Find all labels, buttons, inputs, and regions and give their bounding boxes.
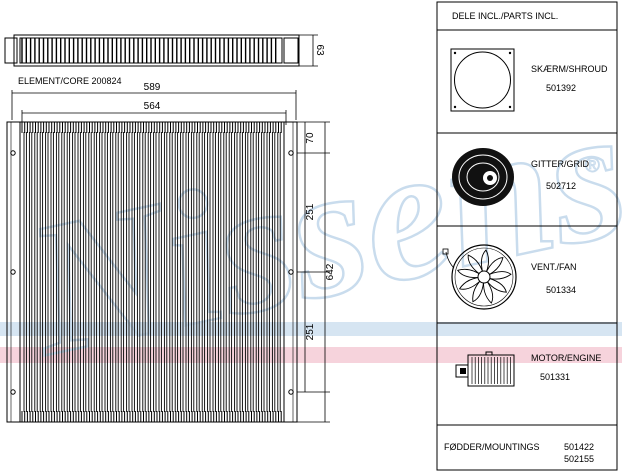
dim-width-outer: 589 xyxy=(144,82,161,93)
dim-height-upper: 251 xyxy=(305,203,316,220)
dim-height-top: 70 xyxy=(305,132,316,144)
top-view-right-tank xyxy=(283,37,299,64)
top-view-left-tank xyxy=(4,37,18,64)
dim-height-total: 642 xyxy=(325,263,336,280)
fan-icon xyxy=(442,244,517,310)
parts-panel-title: DELE INCL./PARTS INCL. xyxy=(452,11,558,21)
part-name: GITTER/GRID xyxy=(531,159,589,169)
top-view-fins xyxy=(21,38,277,63)
core-label: ELEMENT/CORE 200824 xyxy=(18,76,122,86)
mount-hole xyxy=(288,389,294,395)
part-grid: GITTER/GRID 502712 xyxy=(452,148,589,206)
parts-panel-frame xyxy=(436,1,618,471)
height-dimensions: 70 251 642 251 xyxy=(297,121,336,423)
part-number: 501331 xyxy=(540,372,570,382)
width-dimensions: 589 564 xyxy=(11,82,297,125)
top-view: 63 xyxy=(4,34,325,67)
part-fan: VENT./FAN 501334 xyxy=(442,244,577,310)
part-shroud: SKÆRM/SHROUD 501392 xyxy=(450,48,608,112)
part-motor: MOTOR/ENGINE 501331 xyxy=(455,351,601,387)
top-header-fins xyxy=(21,122,282,133)
mountings-label: FØDDER/MOUNTINGS xyxy=(444,442,540,452)
motor-icon xyxy=(455,351,515,387)
mountings-number: 502155 xyxy=(564,454,594,464)
dim-top-depth: 63 xyxy=(314,44,325,56)
mount-hole xyxy=(10,150,16,156)
watermark-pink-band xyxy=(0,347,622,363)
mountings-row: FØDDER/MOUNTINGS 501422 502155 xyxy=(444,442,594,464)
front-view xyxy=(6,121,298,423)
watermark-blue-band xyxy=(0,322,622,336)
shroud-icon xyxy=(450,48,515,112)
part-number: 501334 xyxy=(546,285,576,295)
mount-hole xyxy=(288,269,294,275)
fan-blades xyxy=(457,249,512,304)
mount-hole xyxy=(10,389,16,395)
dim-height-lower: 251 xyxy=(305,323,316,340)
mount-hole xyxy=(288,150,294,156)
parts-panel: DELE INCL./PARTS INCL. SKÆRM/SHROUD 5013… xyxy=(436,1,618,471)
part-name: SKÆRM/SHROUD xyxy=(531,64,608,74)
grid-icon xyxy=(452,148,514,206)
part-name: VENT./FAN xyxy=(531,262,577,272)
mountings-number: 501422 xyxy=(564,442,594,452)
bottom-header-fins xyxy=(21,411,282,422)
left-side-tank xyxy=(6,121,21,423)
mount-hole xyxy=(10,269,16,275)
watermark-registered: ® xyxy=(585,155,600,177)
part-number: 502712 xyxy=(546,181,576,191)
core-tubes xyxy=(23,132,281,412)
top-view-outline xyxy=(13,34,300,67)
part-name: MOTOR/ENGINE xyxy=(531,353,601,363)
dim-width-inner: 564 xyxy=(144,101,161,112)
part-number: 501392 xyxy=(546,83,576,93)
